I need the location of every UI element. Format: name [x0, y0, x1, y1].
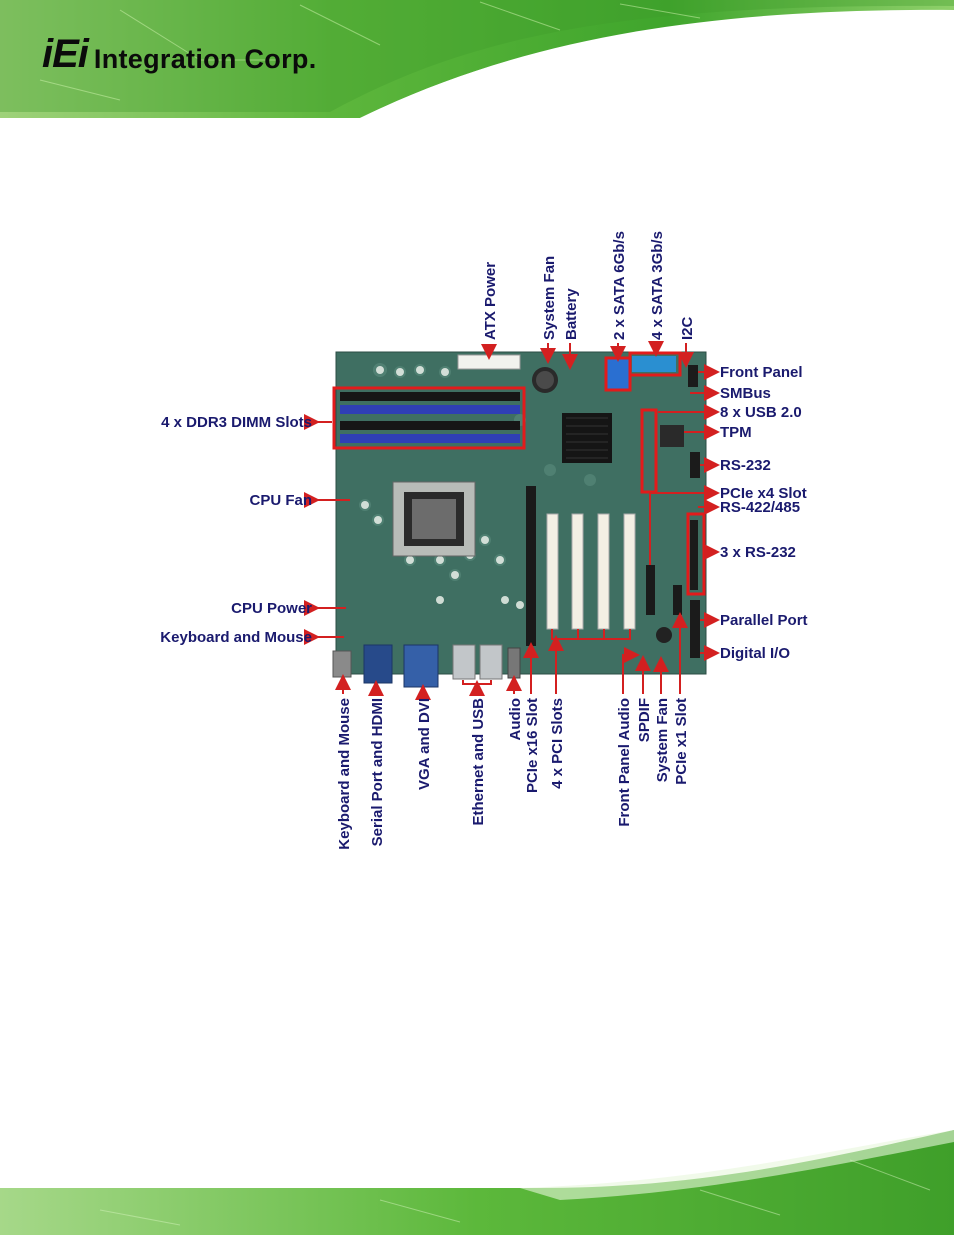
label-vga-dvi: VGA and DVI	[416, 698, 433, 790]
left-arrows	[304, 414, 350, 645]
label-rs232: RS-232	[720, 457, 771, 474]
label-front-panel: Front Panel	[720, 364, 803, 381]
label-sata-3gb: 4 x SATA 3Gb/s	[649, 231, 666, 340]
label-front-panel-audio: Front Panel Audio	[616, 698, 633, 827]
label-keyboard-mouse-header: Keyboard and Mouse	[160, 629, 312, 646]
label-ethernet-usb: Ethernet and USB	[470, 698, 487, 826]
label-serial-hdmi: Serial Port and HDMI	[369, 698, 386, 846]
header-banner	[0, 0, 954, 120]
label-atx-power: ATX Power	[482, 262, 499, 340]
footer-banner	[0, 1130, 954, 1235]
label-pcie-x1: PCIe x1 Slot	[673, 698, 690, 785]
label-i2c: I2C	[679, 316, 696, 340]
right-arrows	[649, 364, 720, 661]
motherboard	[332, 351, 707, 688]
label-system-fan-bottom: System Fan	[654, 698, 671, 782]
label-dimm-slots: 4 x DDR3 DIMM Slots	[161, 414, 312, 431]
label-audio: Audio	[507, 698, 524, 741]
label-system-fan-top: System Fan	[541, 256, 558, 340]
logo-mark: iEi	[42, 32, 89, 76]
top-arrows	[481, 341, 694, 370]
label-smbus: SMBus	[720, 385, 771, 402]
label-rs422-485: RS-422/485	[720, 499, 800, 516]
label-keyboard-mouse-port: Keyboard and Mouse	[336, 698, 353, 850]
label-spdif: SPDIF	[636, 698, 653, 742]
bottom-arrows	[335, 612, 688, 700]
label-pcie-x16: PCIe x16 Slot	[524, 698, 541, 793]
label-pcie-x4: PCIe x4 Slot	[720, 485, 807, 502]
label-3x-rs232: 3 x RS-232	[720, 544, 796, 561]
label-parallel-port: Parallel Port	[720, 612, 808, 629]
company-logo: iEi Integration Corp.	[42, 28, 317, 74]
label-cpu-power: CPU Power	[231, 600, 312, 617]
label-pci-slots: 4 x PCI Slots	[549, 698, 566, 789]
label-tpm: TPM	[720, 424, 752, 441]
label-sata-6gb: 2 x SATA 6Gb/s	[611, 231, 628, 340]
label-digital-io: Digital I/O	[720, 645, 790, 662]
label-cpu-fan: CPU Fan	[249, 492, 312, 509]
logo-text: Integration Corp.	[93, 44, 317, 74]
label-battery: Battery	[563, 288, 580, 340]
label-usb: 8 x USB 2.0	[720, 404, 802, 421]
